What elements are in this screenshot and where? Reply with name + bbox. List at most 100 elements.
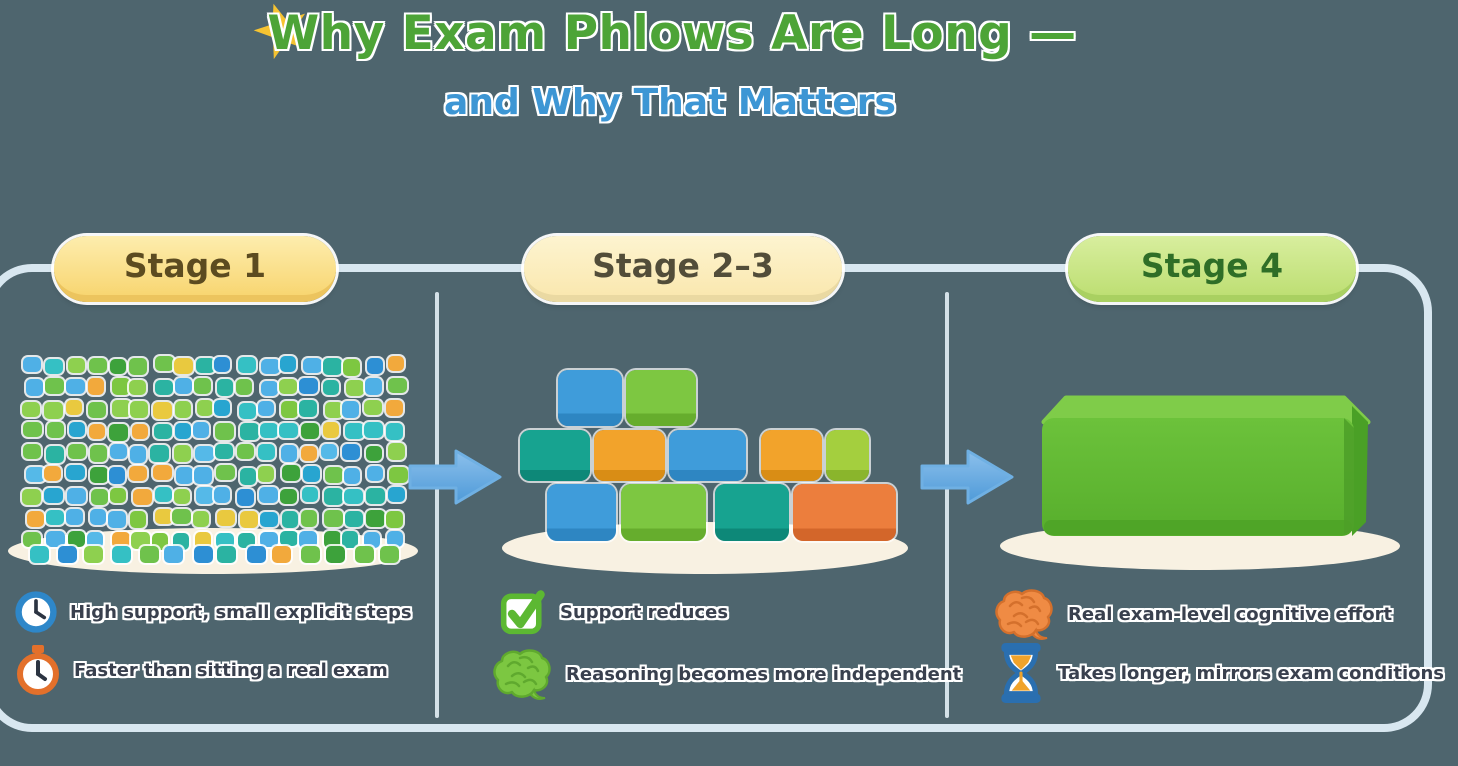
grid-block bbox=[112, 400, 131, 417]
grid-block bbox=[388, 378, 407, 393]
grid-block bbox=[389, 467, 408, 483]
grid-block bbox=[342, 444, 360, 460]
grid-block bbox=[299, 400, 317, 417]
stage-divider-1 bbox=[435, 292, 439, 718]
grid-block bbox=[129, 380, 146, 395]
grid-block bbox=[240, 468, 256, 485]
grid-block bbox=[90, 445, 107, 462]
grid-block bbox=[258, 444, 275, 460]
grid-block bbox=[193, 511, 209, 527]
grid-block bbox=[366, 488, 385, 504]
grid-block bbox=[130, 446, 146, 463]
grid-block bbox=[153, 402, 172, 419]
grid-block bbox=[197, 400, 213, 416]
grid-block bbox=[217, 546, 236, 563]
grid-block bbox=[90, 467, 108, 483]
grid-block bbox=[216, 465, 235, 480]
grid-block bbox=[130, 511, 146, 528]
grid-block bbox=[150, 445, 169, 462]
grid-block bbox=[109, 424, 128, 441]
grid-block bbox=[366, 446, 382, 461]
grid-block bbox=[194, 546, 213, 563]
bullet-text: Reasoning becomes more independent bbox=[566, 663, 962, 685]
grid-block bbox=[344, 489, 363, 504]
bullet-text: Support reduces bbox=[560, 601, 729, 623]
bullet-text: Real exam-level cognitive effort bbox=[1068, 603, 1393, 625]
grid-block bbox=[88, 378, 104, 395]
grid-block bbox=[364, 400, 382, 415]
grid-block bbox=[22, 402, 40, 417]
grid-block bbox=[299, 378, 318, 394]
grid-block bbox=[342, 401, 359, 418]
stage-4-pill: Stage 4 bbox=[1068, 236, 1356, 302]
grid-block bbox=[301, 446, 317, 461]
grid-block bbox=[303, 358, 322, 373]
brick-block bbox=[520, 430, 590, 481]
grid-block bbox=[281, 401, 298, 418]
grid-block bbox=[343, 359, 360, 376]
grid-block bbox=[175, 401, 191, 418]
grid-block bbox=[386, 423, 403, 440]
grid-block bbox=[66, 509, 83, 525]
grid-block bbox=[110, 359, 126, 374]
grid-block bbox=[195, 446, 214, 461]
grid-block bbox=[155, 509, 173, 524]
grid-block bbox=[131, 532, 150, 549]
brick-block bbox=[626, 370, 696, 426]
grid-block bbox=[27, 511, 44, 527]
grid-block bbox=[272, 546, 291, 563]
brain-green-icon bbox=[493, 649, 551, 700]
bullet-stage4-effort: Real exam-level cognitive effort bbox=[992, 586, 1392, 642]
grid-block bbox=[129, 466, 147, 481]
grid-block bbox=[346, 380, 364, 396]
clock-icon bbox=[15, 591, 57, 633]
grid-block bbox=[176, 467, 193, 484]
grid-block bbox=[388, 443, 405, 460]
grid-block bbox=[109, 467, 125, 484]
grid-block bbox=[367, 466, 383, 481]
grid-block bbox=[261, 381, 278, 396]
brain-orange-icon bbox=[995, 589, 1053, 640]
grid-block bbox=[193, 422, 209, 438]
bullet-text: High support, small explicit steps bbox=[70, 601, 412, 623]
bullet-stage23-support: Support reduces bbox=[500, 588, 728, 636]
brick-block bbox=[594, 430, 665, 481]
grid-block bbox=[216, 533, 234, 548]
grid-block bbox=[303, 466, 320, 482]
grid-block bbox=[215, 423, 234, 440]
grid-block bbox=[175, 378, 192, 394]
grid-block bbox=[46, 510, 64, 525]
grid-block bbox=[44, 466, 61, 481]
grid-block bbox=[154, 424, 172, 439]
grid-block bbox=[47, 422, 64, 438]
grid-block bbox=[23, 444, 41, 459]
grid-block bbox=[112, 378, 130, 395]
grid-block bbox=[388, 487, 405, 502]
grid-block bbox=[386, 511, 403, 528]
grid-block bbox=[282, 465, 300, 481]
grid-block bbox=[345, 511, 363, 527]
grid-block bbox=[22, 489, 41, 505]
arrow-right-icon bbox=[408, 449, 502, 505]
grid-block bbox=[260, 423, 278, 438]
grid-block bbox=[196, 487, 214, 504]
grid-block bbox=[66, 400, 82, 415]
grid-block bbox=[155, 380, 173, 395]
grid-block bbox=[323, 422, 339, 438]
grid-block bbox=[280, 356, 296, 372]
grid-block bbox=[112, 546, 131, 563]
grid-block bbox=[91, 489, 108, 505]
grid-block bbox=[280, 531, 298, 546]
grid-block bbox=[68, 444, 86, 459]
grid-block bbox=[88, 402, 106, 418]
grid-block bbox=[26, 467, 45, 482]
grid-block bbox=[68, 531, 85, 547]
grid-block bbox=[324, 531, 341, 548]
grid-block bbox=[237, 444, 254, 459]
grid-block bbox=[325, 467, 343, 483]
grid-block bbox=[280, 489, 297, 504]
grid-block bbox=[44, 402, 63, 419]
grid-block bbox=[110, 488, 126, 503]
brick-block bbox=[621, 484, 706, 541]
grid-block bbox=[194, 378, 211, 394]
